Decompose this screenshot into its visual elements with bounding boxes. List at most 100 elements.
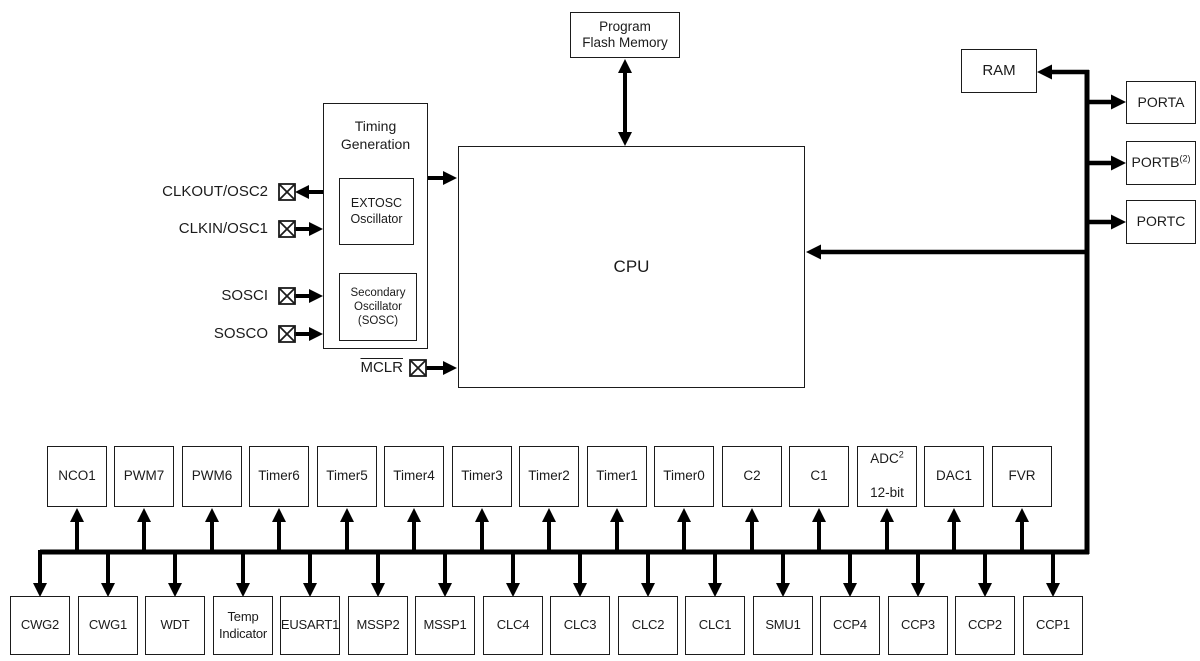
arrow-trunk-ccp4: [843, 550, 857, 597]
arrows-trunk-to-bottom-row: [33, 550, 1060, 597]
arrow-flash-cpu: [618, 59, 632, 146]
arrow-trunk-timer1: [610, 508, 624, 554]
pin-label-sosci: SOSCI: [221, 287, 268, 304]
block-ccp1: CCP1: [1023, 596, 1083, 655]
block-timer2: Timer2: [519, 446, 579, 507]
arrow-trunk-cwg2: [33, 550, 47, 597]
pin-icon-clkout-osc2: [278, 183, 296, 201]
block-timer1: Timer1: [587, 446, 647, 507]
arrow-trunk-wdt: [168, 550, 182, 597]
arrow-trunk-pwm6: [205, 508, 219, 554]
block-ccp4: CCP4: [820, 596, 880, 655]
pin-icon-mclr: [409, 359, 427, 377]
arrow-trunk-dac1: [947, 508, 961, 554]
block-clc2: CLC2: [618, 596, 678, 655]
pin-icon-sosco: [278, 325, 296, 343]
block-timer4: Timer4: [384, 446, 444, 507]
portb-footnote: (2): [1179, 153, 1191, 164]
arrow-bus-portc: [1087, 214, 1126, 230]
block-nco1: NCO1: [47, 446, 107, 507]
block-cwg2: CWG2: [10, 596, 70, 655]
block-pwm7: PWM7: [114, 446, 174, 507]
pin-icon-sosci: [278, 287, 296, 305]
arrow-trunk-adc: [880, 508, 894, 554]
block-wdt: WDT: [145, 596, 205, 655]
arrow-bus-porta: [1087, 94, 1126, 110]
block-ccp3: CCP3: [888, 596, 948, 655]
arrow-trunk-clc1: [708, 550, 722, 597]
block-cwg1: CWG1: [78, 596, 138, 655]
arrow-trunk-timer4: [407, 508, 421, 554]
block-mssp1: MSSP1: [415, 596, 475, 655]
block-smu1: SMU1: [753, 596, 813, 655]
block-dac1: DAC1: [924, 446, 984, 507]
block-timer6: Timer6: [249, 446, 309, 507]
arrow-trunk-mssp2: [371, 550, 385, 597]
arrow-timing-clkout: [295, 185, 323, 199]
arrow-clkin-timing: [294, 222, 323, 236]
arrow-trunk-fvr: [1015, 508, 1029, 554]
arrow-trunk-nco1: [70, 508, 84, 554]
adc-label: ADC: [870, 451, 899, 467]
arrow-trunk-ccp3: [911, 550, 925, 597]
block-eusart1: EUSART1: [280, 596, 340, 655]
adc-resolution: 12-bit: [870, 484, 904, 500]
block-clc1: CLC1: [685, 596, 745, 655]
block-program-flash-memory: Program Flash Memory: [570, 12, 680, 58]
block-cpu: CPU: [458, 146, 805, 388]
block-portb: PORTB(2): [1126, 141, 1196, 185]
block-porta: PORTA: [1126, 81, 1196, 124]
arrow-bus-ram: [1037, 64, 1089, 80]
block-clc4: CLC4: [483, 596, 543, 655]
block-timer0: Timer0: [654, 446, 714, 507]
block-ram: RAM: [961, 49, 1037, 93]
arrow-trunk-ccp2: [978, 550, 992, 597]
arrow-trunk-cwg1: [101, 550, 115, 597]
adc-superscript: 2: [898, 449, 904, 460]
arrow-trunk-c2: [745, 508, 759, 554]
block-c1: C1: [789, 446, 849, 507]
arrow-trunk-c1: [812, 508, 826, 554]
portb-label: PORTB: [1131, 154, 1180, 171]
block-clc3: CLC3: [550, 596, 610, 655]
arrow-trunk-timer3: [475, 508, 489, 554]
arrow-sosci-timing: [294, 289, 323, 303]
block-timer5: Timer5: [317, 446, 377, 507]
arrow-sosco-timing: [294, 327, 323, 341]
arrow-trunk-smu1: [776, 550, 790, 597]
pin-label-clkin-osc1: CLKIN/OSC1: [178, 220, 268, 237]
arrow-trunk-mssp1: [438, 550, 452, 597]
arrow-trunk-timer6: [272, 508, 286, 554]
arrow-trunk-clc2: [641, 550, 655, 597]
block-portc: PORTC: [1126, 200, 1196, 244]
arrow-mclr-cpu: [426, 361, 457, 375]
block-c2: C2: [722, 446, 782, 507]
block-adc: ADC2 12-bit: [857, 446, 917, 507]
arrow-trunk-ccp1: [1046, 550, 1060, 597]
block-mssp2: MSSP2: [348, 596, 408, 655]
arrow-trunk-pwm7: [137, 508, 151, 554]
arrow-trunk-timer2: [542, 508, 556, 554]
arrow-timing-cpu: [428, 171, 457, 185]
arrow-trunk-clc3: [573, 550, 587, 597]
arrow-trunk-temp: [236, 550, 250, 597]
arrow-trunk-clc4: [506, 550, 520, 597]
block-temp-indicator: Temp Indicator: [213, 596, 273, 655]
arrow-bus-portb: [1087, 155, 1126, 171]
arrows-trunk-to-top-row: [70, 508, 1029, 554]
block-ccp2: CCP2: [955, 596, 1015, 655]
arrow-trunk-timer5: [340, 508, 354, 554]
block-pwm6: PWM6: [182, 446, 242, 507]
pin-label-sosco: SOSCO: [213, 325, 268, 342]
pin-label-clkout-osc2: CLKOUT/OSC2: [162, 183, 268, 200]
block-secondary-oscillator: Secondary Oscillator (SOSC): [339, 273, 417, 341]
block-extosc-oscillator: EXTOSC Oscillator: [339, 178, 414, 245]
arrow-trunk-eusart1: [303, 550, 317, 597]
block-timer3: Timer3: [452, 446, 512, 507]
pin-label-mclr: MCLR: [360, 359, 403, 376]
block-fvr: FVR: [992, 446, 1052, 507]
arrow-bus-cpu: [806, 244, 1087, 260]
timing-generation-title: Timing Generation: [340, 118, 411, 152]
